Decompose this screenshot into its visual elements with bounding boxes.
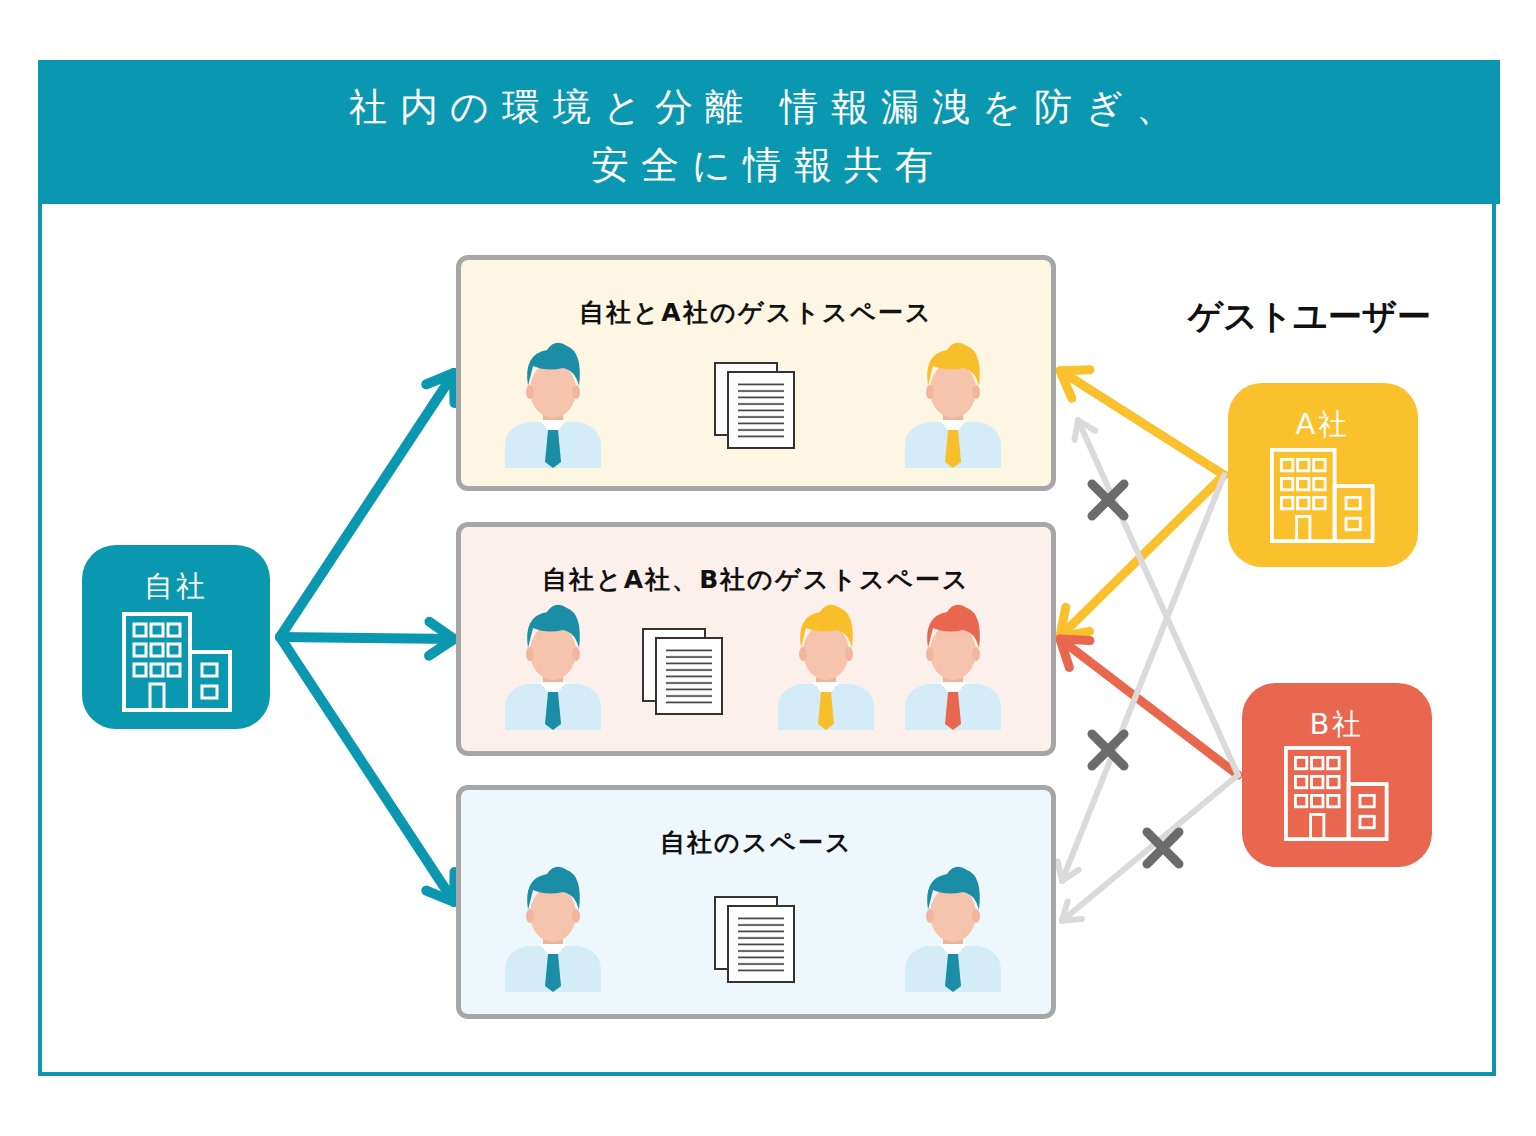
node-text: A社 <box>1228 405 1418 445</box>
arrow-head <box>1062 901 1082 920</box>
connector-line <box>1062 775 1238 921</box>
person-icon <box>778 605 874 730</box>
company-node: A社 <box>1228 383 1418 567</box>
diagram-title: 社内の環境と分離 情報漏洩を防ぎ、安全に情報共有 <box>268 78 1268 194</box>
node-text: 自社のスペース <box>461 826 1051 859</box>
node-text: 自社とA社のゲストスペース <box>461 296 1051 329</box>
connector-line <box>1060 371 1224 475</box>
guest-space-box: 自社とA社、B社のゲストスペース <box>456 522 1056 756</box>
blocked-mark <box>1092 484 1124 516</box>
company-node: 自社 <box>82 545 270 729</box>
connector-line <box>280 373 454 637</box>
arrow-head <box>426 373 454 403</box>
connector-arrow <box>1058 475 1224 881</box>
document-icon <box>643 629 722 714</box>
group-label: ゲストユーザー <box>1188 294 1431 340</box>
connector-arrow <box>1074 420 1238 775</box>
document-icon <box>715 363 794 448</box>
arrow-head <box>1074 420 1095 440</box>
blocked-mark <box>1147 832 1179 864</box>
person-icon <box>905 605 1001 730</box>
node-text: 自社とA社、B社のゲストスペース <box>461 563 1051 596</box>
person-icon <box>905 343 1001 468</box>
arrow-head <box>1060 639 1090 667</box>
connector-line <box>1062 475 1224 881</box>
person-icon <box>505 867 601 992</box>
person-icon <box>505 605 601 730</box>
company-node: B社 <box>1242 683 1432 867</box>
arrow-head <box>1060 370 1090 399</box>
connector-arrow <box>280 373 455 637</box>
building-icon <box>124 614 230 710</box>
node-text: 自社 <box>82 567 270 607</box>
arrow-head <box>1060 607 1090 636</box>
building-icon <box>1272 450 1373 541</box>
guest-space-box: 自社とA社のゲストスペース <box>456 255 1056 491</box>
connector-line <box>1078 420 1238 775</box>
connector-arrow <box>1060 370 1224 475</box>
own-space-box: 自社のスペース <box>456 785 1056 1019</box>
connector-line <box>280 637 454 902</box>
node-text: B社 <box>1242 705 1432 745</box>
person-icon <box>505 343 601 468</box>
connector-arrow <box>280 637 455 902</box>
blocked-mark <box>1092 734 1124 766</box>
connector-arrow <box>280 622 454 656</box>
arrow-head <box>426 872 454 902</box>
arrow-head <box>1058 861 1079 881</box>
building-icon <box>1286 748 1387 839</box>
arrow-head <box>429 622 454 656</box>
connector-arrow <box>1062 775 1238 921</box>
connector-line <box>280 637 454 639</box>
document-icon <box>715 897 794 982</box>
person-icon <box>905 867 1001 992</box>
